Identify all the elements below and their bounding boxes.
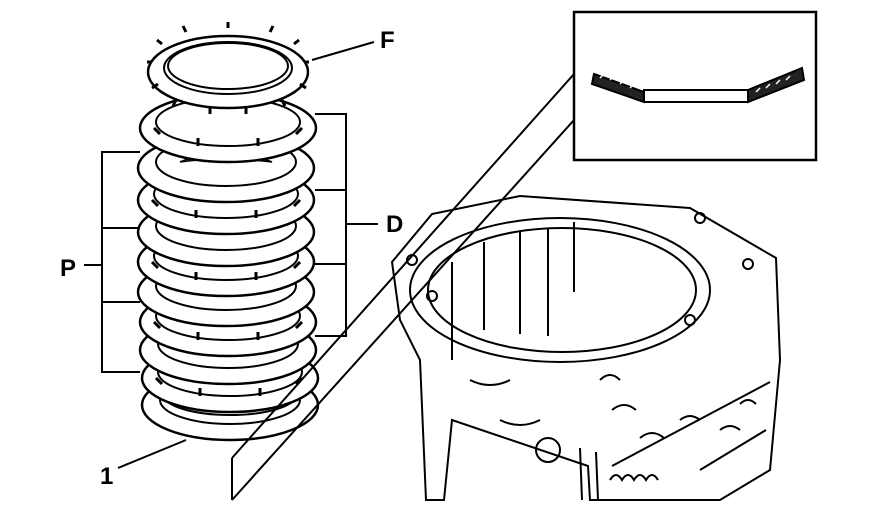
callout-d: D bbox=[386, 211, 403, 238]
leader-f bbox=[311, 41, 375, 61]
clutch-plate-top-lower bbox=[138, 92, 318, 164]
bracket-p bbox=[84, 151, 140, 373]
callout-f: F bbox=[380, 27, 395, 54]
transmission-case bbox=[390, 194, 782, 501]
callout-1: 1 bbox=[100, 463, 113, 490]
magnify-lines bbox=[231, 73, 575, 501]
detail-inset bbox=[572, 10, 818, 162]
leader-1 bbox=[117, 439, 187, 469]
callout-p: P bbox=[60, 255, 76, 282]
wave-plate-detail bbox=[590, 66, 806, 104]
clutch-plate-top bbox=[146, 22, 310, 114]
clutch-plate-stack bbox=[136, 22, 320, 442]
bracket-d bbox=[315, 113, 378, 337]
